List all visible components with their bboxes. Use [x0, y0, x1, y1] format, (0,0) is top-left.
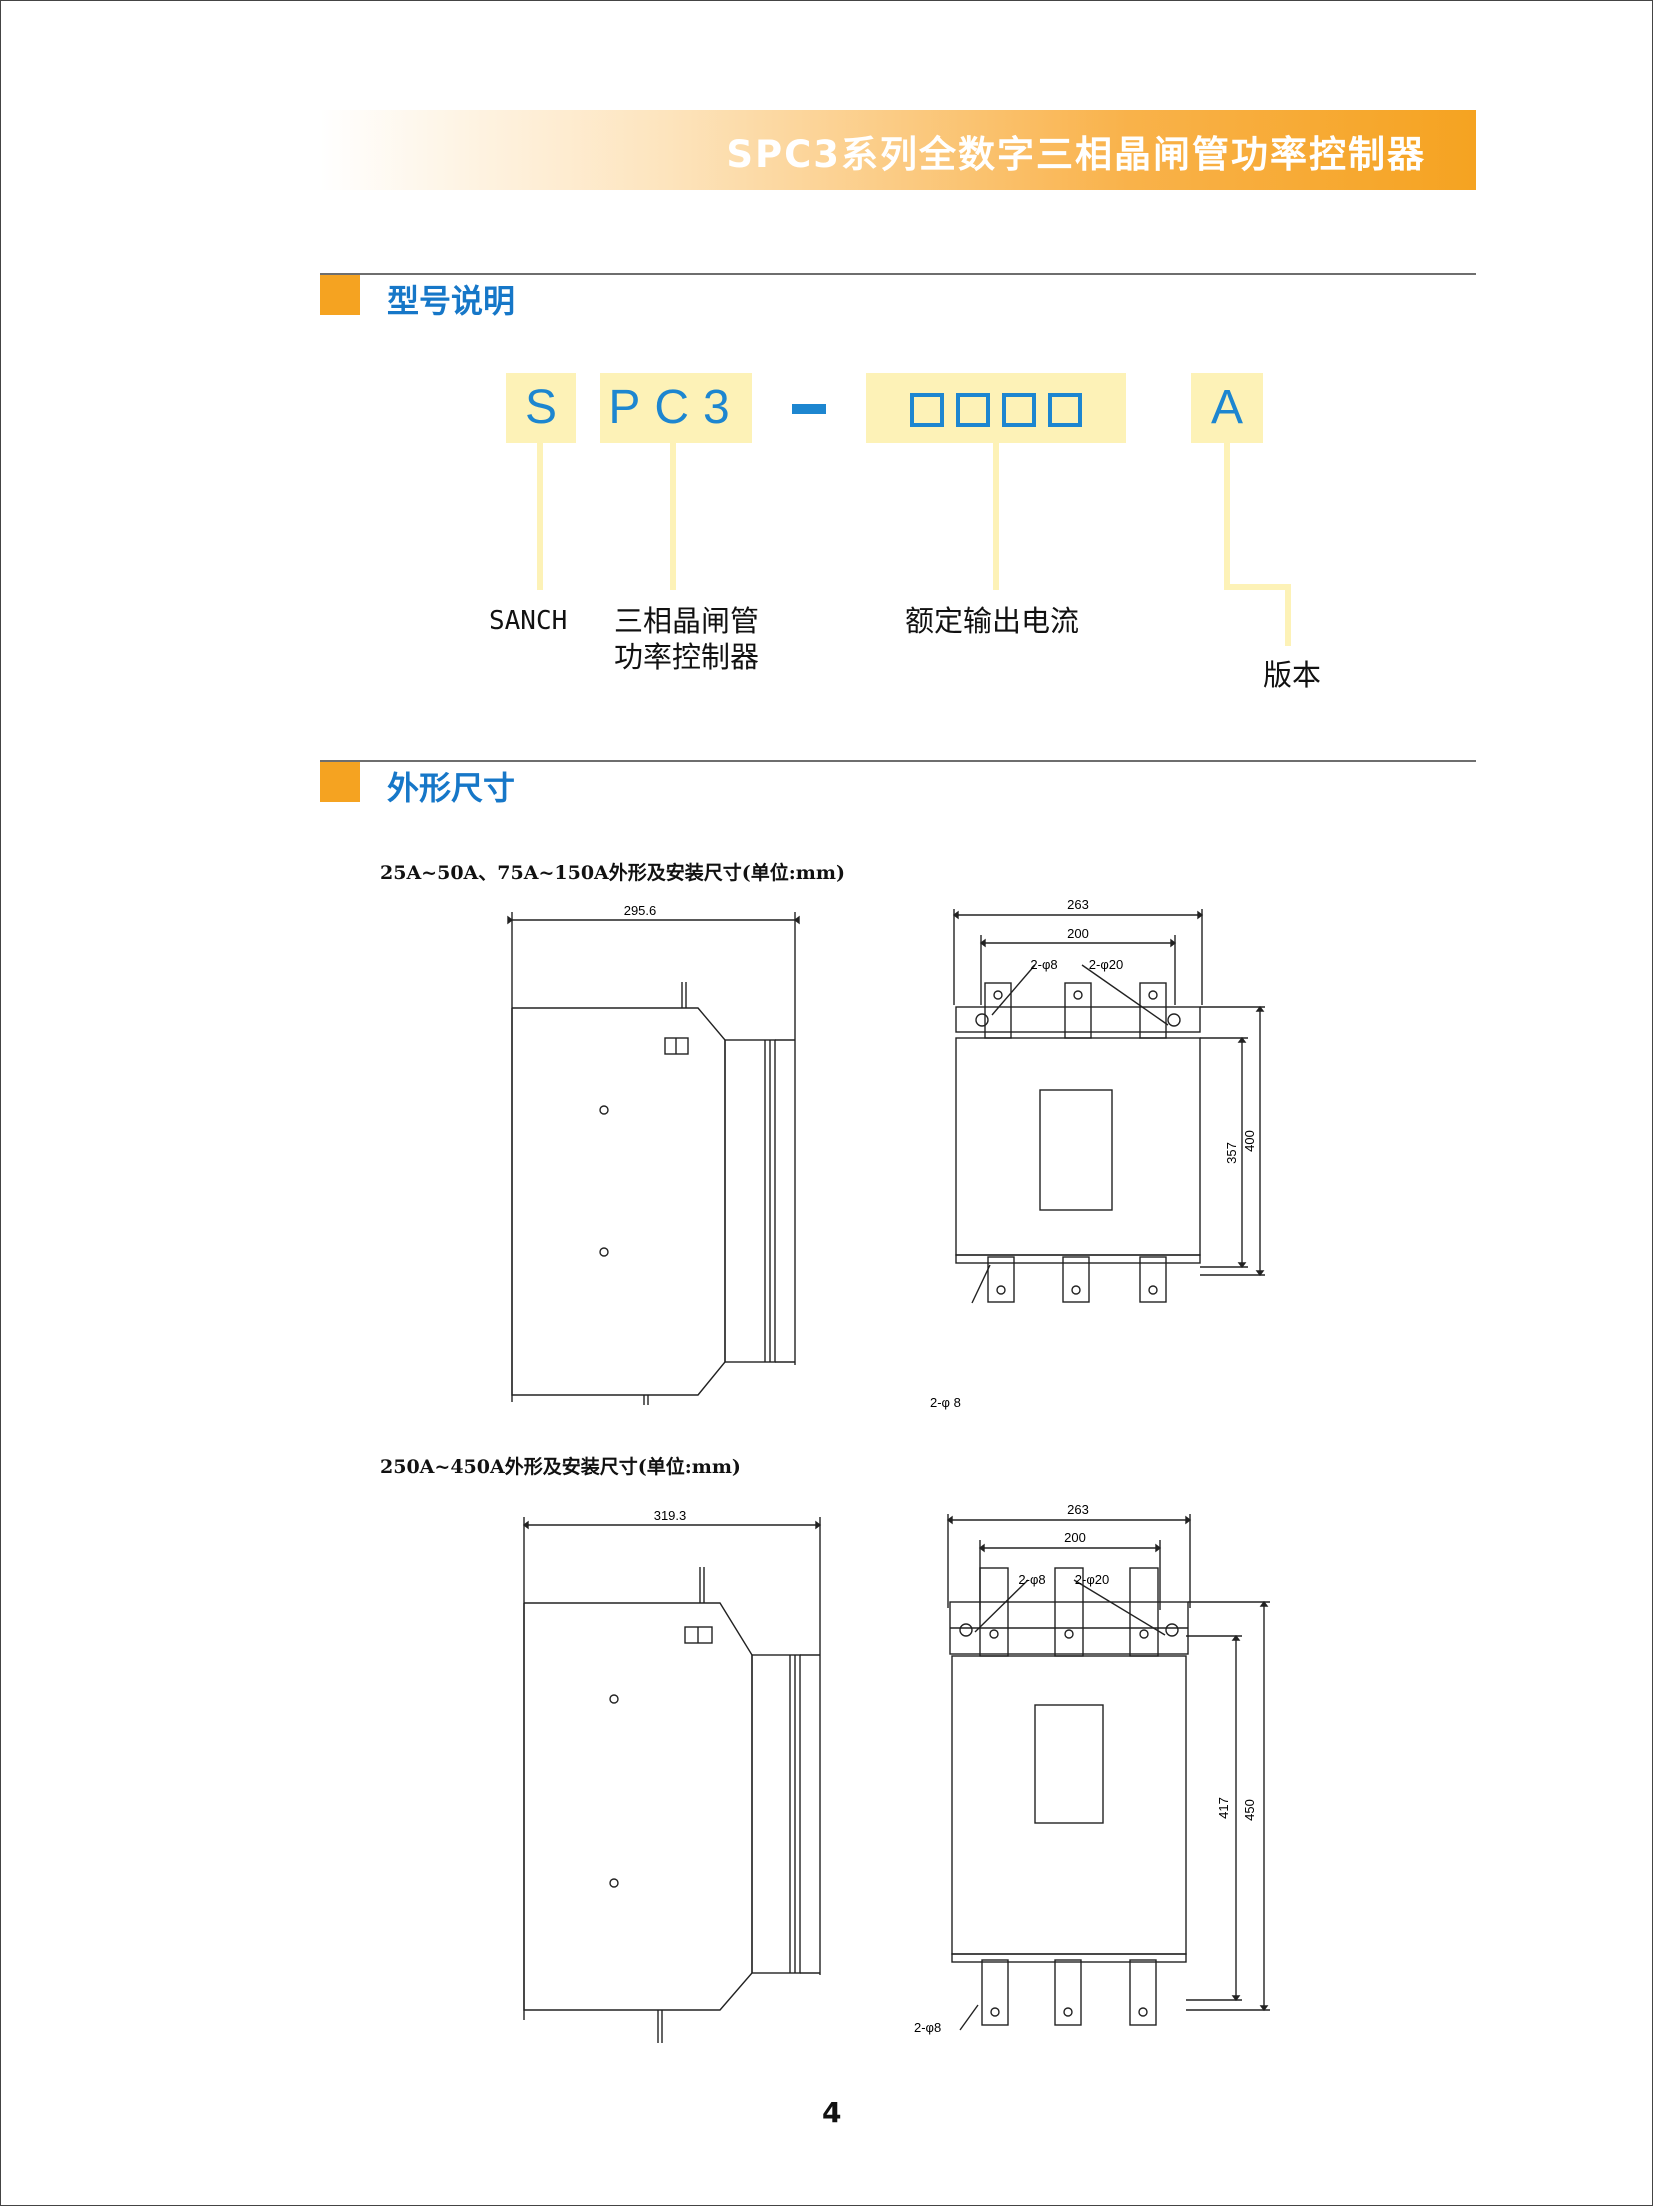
dim-side-width: 295.6: [624, 903, 657, 918]
section-rule: [320, 760, 1476, 762]
header-banner: SPC3系列全数字三相晶闸管功率控制器: [320, 110, 1476, 190]
dim-hole-large: 2-φ20: [1089, 957, 1123, 972]
label-version: 版本: [1263, 658, 1322, 692]
page-number: 4: [822, 2096, 842, 2129]
dim-hole-small: 2-φ8: [1018, 1572, 1045, 1587]
label-brand: SANCH: [489, 606, 568, 636]
drawing1-side-view: 295.6: [507, 903, 800, 1405]
connector-line: [670, 443, 676, 590]
drawing2-front-view: 263 200 2-φ8 2-φ20 417 450 2-φ8: [914, 1502, 1270, 2035]
dim-front-outer: 263: [1067, 897, 1089, 912]
placeholder-square: [956, 393, 990, 428]
placeholder-square: [910, 393, 944, 428]
section-title-dims: 外形尺寸: [387, 769, 516, 807]
code-part-s: S: [506, 373, 576, 443]
section-rule: [320, 273, 1476, 275]
section-marker: [320, 762, 360, 802]
section-title-model: 型号说明: [387, 282, 516, 320]
placeholder-square: [1002, 393, 1036, 428]
dim-front-inner: 200: [1067, 926, 1089, 941]
dim-hole-large: 2-φ20: [1075, 1572, 1109, 1587]
drawing2-caption: 250A~450A外形及安装尺寸(单位:mm): [380, 1456, 741, 1478]
label-type-line1: 三相晶闸管: [614, 604, 760, 638]
code-dash: [792, 404, 826, 414]
connector-line: [993, 443, 999, 590]
dim-height-outer: 400: [1242, 1130, 1257, 1152]
dim-height-outer: 450: [1242, 1799, 1257, 1821]
code-part-pc3: PC3: [600, 373, 752, 443]
dim-hole-bottom: 2-φ 8: [930, 1395, 961, 1410]
dim-hole-small: 2-φ8: [1030, 957, 1057, 972]
connector-line: [1285, 584, 1291, 646]
drawing1-caption: 25A~50A、75A~150A外形及安装尺寸(单位:mm): [380, 862, 845, 884]
dim-hole-bottom: 2-φ8: [914, 2020, 941, 2035]
dim-height-inner: 357: [1224, 1142, 1239, 1164]
label-type-line2: 功率控制器: [614, 640, 760, 674]
section-marker: [320, 275, 360, 315]
connector-line: [1224, 584, 1291, 590]
drawing1-front-view: 263 200 2-φ8 2-φ20 357 400 2-φ 8: [930, 897, 1265, 1410]
dim-front-outer: 263: [1067, 1502, 1089, 1517]
code-part-current: [866, 373, 1126, 443]
dim-front-inner: 200: [1064, 1530, 1086, 1545]
connector-line: [537, 443, 543, 590]
code-part-version: A: [1191, 373, 1263, 443]
placeholder-square: [1048, 393, 1082, 428]
connector-line: [1224, 443, 1230, 589]
label-current: 额定输出电流: [905, 604, 1080, 638]
dim-side-width: 319.3: [654, 1508, 687, 1523]
dim-height-inner: 417: [1216, 1797, 1231, 1819]
page-title: SPC3系列全数字三相晶闸管功率控制器: [726, 133, 1426, 176]
drawing2-side-view: 319.3: [522, 1508, 822, 2043]
